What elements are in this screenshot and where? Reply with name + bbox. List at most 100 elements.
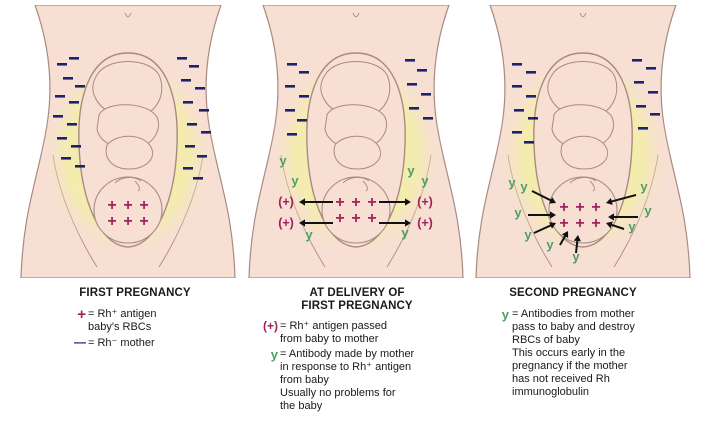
fetus-ear <box>134 180 140 192</box>
antibody-mark: y <box>291 173 299 188</box>
panel-3-title: SECOND PREGNANCY <box>509 287 637 299</box>
rh-passed-mark: (+) <box>278 195 294 209</box>
rh-minus-mark <box>405 59 415 62</box>
rh-plus-mark: + <box>123 197 132 214</box>
rh-minus-mark <box>409 107 419 110</box>
rh-plus-mark: + <box>591 215 600 232</box>
rh-minus-mark <box>63 77 73 80</box>
rh-minus-mark <box>297 119 307 122</box>
fetus-face <box>569 176 597 184</box>
antibody-y-symbol: y <box>270 347 278 362</box>
arrow-antibody-1-head <box>549 197 556 204</box>
rh-minus-mark <box>69 57 79 60</box>
rh-minus-mark <box>187 123 197 126</box>
rh-minus-mark <box>53 115 63 118</box>
rh-minus-mark <box>75 85 85 88</box>
rh-minus-mark <box>201 131 211 134</box>
rh-plus-mark: + <box>367 210 376 227</box>
rh-minus-mark <box>526 95 536 98</box>
rh-minus-mark <box>514 109 524 112</box>
rh-minus-mark <box>528 117 538 120</box>
rh-minus-mark <box>71 145 81 148</box>
rh-minus-mark <box>181 79 191 82</box>
antibodies-pass-legend-text: = Antibodies from mother pass to baby an… <box>512 308 635 398</box>
arrow-antibody-5 <box>575 239 579 254</box>
fetus-limbs <box>96 104 159 150</box>
panel-first-pregnancy: ++++++ <box>17 5 239 278</box>
rh-minus-mark <box>69 101 79 104</box>
rh-minus-mark <box>287 133 297 136</box>
fetus-ear <box>589 180 595 192</box>
antibody-mark: y <box>421 173 429 188</box>
antibody-mark: y <box>514 205 522 220</box>
arrow-antibody-6 <box>610 194 637 203</box>
arrow-antibody-3 <box>533 224 552 234</box>
rh-plus-mark: + <box>575 215 584 232</box>
antibody-mark: y <box>520 179 528 194</box>
paren-plus-symbol: (+) <box>263 319 278 333</box>
rh-plus-mark: + <box>575 199 584 216</box>
arrow-to-right-top-head <box>405 198 411 206</box>
rh-plus-mark: + <box>139 197 148 214</box>
rh-minus-symbol: — <box>74 335 86 349</box>
rh-plus-mark: + <box>559 199 568 216</box>
panel-2-title-line-1: AT DELIVERY OF <box>309 287 405 299</box>
rh-minus-mark <box>632 59 642 62</box>
rh-plus-mark: + <box>559 215 568 232</box>
rh-plus-mark: + <box>107 213 116 230</box>
rh-passed-legend-text: = Rh⁺ antigen passed from baby to mother <box>280 320 388 345</box>
antibody-mark: y <box>508 175 516 190</box>
rh-minus-mark <box>287 63 297 66</box>
rh-minus-mark <box>650 113 660 116</box>
fetus-face <box>114 176 142 184</box>
rh-minus-mark <box>417 69 427 72</box>
antibody-mark: y <box>644 203 652 218</box>
rh-minus-mark <box>61 157 71 160</box>
rh-minus-mark <box>638 127 648 130</box>
antibody-mark: y <box>524 227 532 242</box>
arrow-to-left-top-head <box>299 198 305 206</box>
rh-minus-mark <box>634 81 644 84</box>
rh-minus-mark <box>55 95 65 98</box>
panel-2-title-line-2: FIRST PREGNANCY <box>301 300 413 312</box>
rh-minus-mark <box>299 71 309 74</box>
antibody-mark: y <box>279 153 287 168</box>
antibody-made-legend-text: = Antibody made by mother in response to… <box>280 348 415 412</box>
arrow-antibody-8 <box>610 223 625 230</box>
antibody-mark: y <box>401 225 409 240</box>
rh-minus-mark <box>512 131 522 134</box>
fetus-arm <box>560 135 608 170</box>
rh-plus-mark: + <box>139 213 148 230</box>
antibody-mark: y <box>305 227 313 242</box>
rh-minus-mark <box>195 87 205 90</box>
arrow-antibody-8-head <box>606 221 613 229</box>
rh-minus-mark <box>183 101 193 104</box>
first-pregnancy-illustration: ++++++ <box>20 5 236 278</box>
rh-minus-mark <box>193 177 203 180</box>
rh-plus-symbol: + <box>77 306 86 323</box>
rh-plus-mark: + <box>335 194 344 211</box>
antibodies-y-symbol: y <box>501 307 509 322</box>
rh-minus-mark <box>185 145 195 148</box>
rh-plus-mark: + <box>591 199 600 216</box>
fetus-face <box>342 176 370 184</box>
rh-minus-mark <box>407 83 417 86</box>
arrow-to-left-bottom-head <box>299 219 305 227</box>
rh-passed-mark: (+) <box>278 216 294 230</box>
rh-minus-mark <box>299 95 309 98</box>
rh-minus-mark <box>177 57 187 60</box>
rh-minus-mark <box>512 63 522 66</box>
rh-plus-legend-text: = Rh⁺ antigen baby's RBCs <box>88 308 157 333</box>
rh-plus-mark: + <box>367 194 376 211</box>
fetus-ear <box>362 180 368 192</box>
panel-1-title: FIRST PREGNANCY <box>79 287 191 299</box>
rh-plus-mark: + <box>335 210 344 227</box>
antibody-mark: y <box>546 237 554 252</box>
antibody-mark: y <box>572 249 580 264</box>
rh-minus-mark <box>183 167 193 170</box>
navel <box>579 12 587 18</box>
fetus-arm <box>333 135 381 170</box>
